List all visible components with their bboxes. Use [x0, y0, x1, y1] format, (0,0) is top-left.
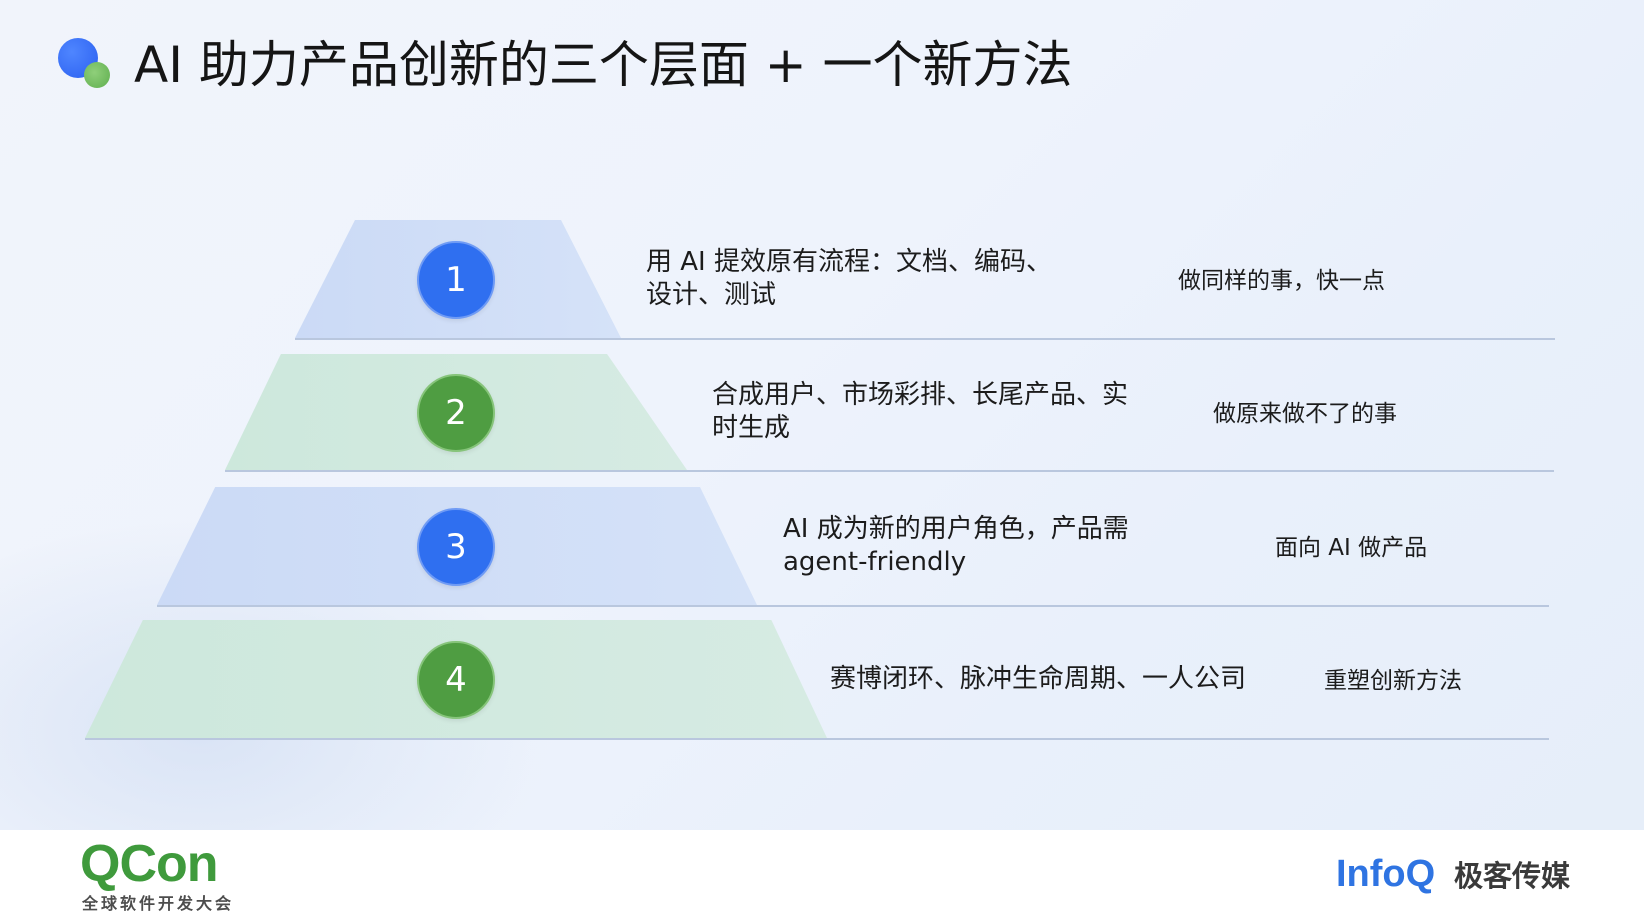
infoq-logo: InfoQ — [1336, 853, 1436, 895]
layer-description-3-line2: agent-friendly — [783, 547, 967, 577]
footer-bar — [0, 830, 1644, 922]
layer-description-2-line1: 合成用户、市场彩排、长尾产品、实 — [712, 380, 1129, 410]
qcon-logo: QCon — [80, 835, 219, 893]
layer-tag-4: 重塑创新方法 — [1324, 668, 1462, 694]
layer-divider-1 — [295, 338, 1555, 340]
layer-tag-1: 做同样的事，快一点 — [1178, 268, 1385, 294]
title-bullet-green-dot — [84, 62, 110, 88]
layer-tag-3: 面向 AI 做产品 — [1275, 535, 1428, 561]
layer-number-badge-2: 2 — [417, 374, 495, 452]
layer-description-4-line1: 赛博闭环、脉冲生命周期、一人公司 — [830, 664, 1247, 694]
layer-description-1: 用 AI 提效原有流程：文档、编码、 设计、测试 — [646, 246, 1052, 312]
layer-description-3-line1: AI 成为新的用户角色，产品需 — [783, 514, 1129, 544]
layer-description-1-line1: 用 AI 提效原有流程：文档、编码、 — [646, 247, 1052, 277]
layer-description-3: AI 成为新的用户角色，产品需 agent-friendly — [783, 513, 1129, 579]
layer-number-badge-3: 3 — [417, 508, 495, 586]
layer-description-2-line2: 时生成 — [712, 413, 791, 443]
layer-number-badge-1: 1 — [417, 241, 495, 319]
layer-divider-3 — [157, 605, 1549, 607]
layer-divider-2 — [225, 470, 1554, 472]
slide-background: AI 助力产品创新的三个层面 + 一个新方法 1 用 AI 提效原有流程：文档、… — [0, 0, 1644, 830]
layer-description-2: 合成用户、市场彩排、长尾产品、实 时生成 — [712, 379, 1128, 445]
infoq-logo-chinese: 极客传媒 — [1454, 859, 1571, 893]
layer-description-4: 赛博闭环、脉冲生命周期、一人公司 — [830, 663, 1246, 696]
slide-title: AI 助力产品创新的三个层面 + 一个新方法 — [134, 36, 1073, 94]
layer-description-1-line2: 设计、测试 — [646, 280, 777, 310]
layer-tag-2: 做原来做不了的事 — [1213, 401, 1397, 427]
qcon-logo-subtitle: 全球软件开发大会 — [82, 894, 235, 913]
layer-divider-4 — [85, 738, 1549, 740]
layer-number-badge-4: 4 — [417, 641, 495, 719]
